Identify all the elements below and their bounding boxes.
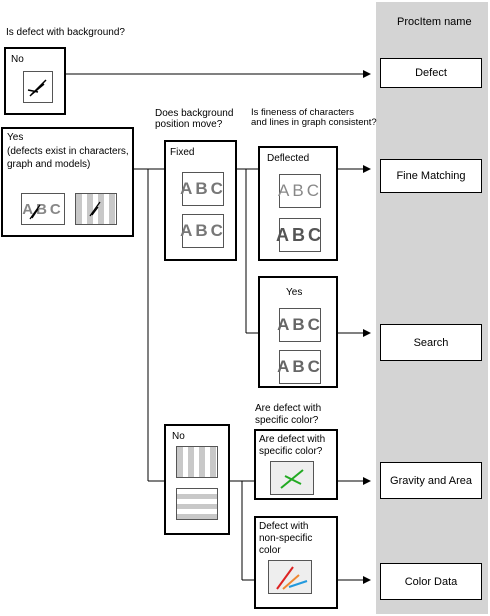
no-background-box: No: [4, 47, 66, 115]
position-no-box: No: [164, 424, 230, 535]
fineness-yes-box: Yes ABC ABC: [258, 276, 338, 388]
defect-only-thumbnail: [23, 71, 53, 103]
multicolor-scratch-icon: [276, 566, 308, 590]
procitem-column: [376, 2, 488, 614]
consistent-abc-thumbnail-2: ABC: [277, 350, 323, 384]
deflected-box: Deflected ABC ABC: [258, 146, 338, 261]
no-label: No: [11, 54, 24, 65]
background-question: Is defect with background?: [6, 27, 125, 38]
yes-note-line-1: (defects exist in characters,: [7, 146, 129, 157]
color-question-outer-line-1: Are defect with: [255, 403, 322, 414]
yes-label: Yes: [7, 132, 24, 143]
abc-text: ABC: [278, 181, 322, 200]
fixed-label: Fixed: [170, 147, 195, 158]
fineness-question-line-2: and lines in graph consistent?: [251, 117, 377, 128]
nonspecific-line-3: color: [259, 545, 281, 556]
vertical-stripes-thumbnail: [176, 446, 218, 478]
abc-text: ABC: [180, 221, 226, 240]
scratch-icon: [29, 204, 41, 220]
yes-background-box: Yes (defects exist in characters, graph …: [1, 127, 134, 237]
thin-abc-thumbnail: ABC: [278, 174, 322, 208]
fineness-question-line-1: Is fineness of characters: [251, 107, 354, 118]
yes-note-line-2: graph and models): [7, 159, 91, 170]
fixed-box: Fixed ABC ABC: [164, 140, 237, 261]
abc-text: ABC: [276, 224, 324, 245]
target-defect: Defect: [380, 58, 482, 88]
column-title: ProcItem name: [397, 16, 472, 28]
green-defect-thumbnail: [270, 461, 314, 495]
multicolor-defect-thumbnail: [268, 560, 312, 594]
nonspecific-color-box: Defect with non-specific color: [254, 516, 338, 609]
color-question-outer-line-2: specific color?: [255, 415, 319, 426]
position-question-line-2: position move?: [155, 119, 223, 130]
scratch-icon: [89, 201, 101, 217]
position-question-line-1: Does background: [155, 108, 234, 119]
color-question-inner-line-2: specific color?: [259, 446, 323, 457]
bold-abc-thumbnail: ABC: [276, 218, 324, 252]
broken-abc-text: ABC: [22, 200, 64, 218]
scratch-icon: [27, 79, 47, 97]
fixed-abc-thumbnail-1: ABC: [180, 172, 226, 206]
nonspecific-line-1: Defect with: [259, 521, 309, 532]
abc-text: ABC: [277, 357, 323, 376]
target-fine-matching: Fine Matching: [380, 159, 482, 193]
abc-text: ABC: [180, 179, 226, 198]
target-search: Search: [380, 324, 482, 361]
horizontal-stripes-thumbnail: [176, 488, 218, 520]
color-question-inner-line-1: Are defect with: [259, 434, 326, 445]
target-color-data: Color Data: [380, 563, 482, 600]
specific-color-box: Are defect with specific color?: [254, 429, 338, 500]
green-scratch-icon: [280, 469, 304, 489]
fixed-abc-thumbnail-2: ABC: [180, 214, 226, 248]
consistent-abc-thumbnail-1: ABC: [277, 308, 323, 342]
fineness-yes-label: Yes: [286, 287, 303, 298]
deflected-label: Deflected: [267, 153, 310, 164]
broken-abc-thumbnail: ABC: [21, 193, 65, 225]
striped-defect-thumbnail: [75, 193, 117, 225]
position-no-label: No: [172, 431, 185, 442]
nonspecific-line-2: non-specific: [259, 533, 313, 544]
abc-text: ABC: [277, 315, 323, 334]
target-gravity-area: Gravity and Area: [380, 462, 482, 499]
